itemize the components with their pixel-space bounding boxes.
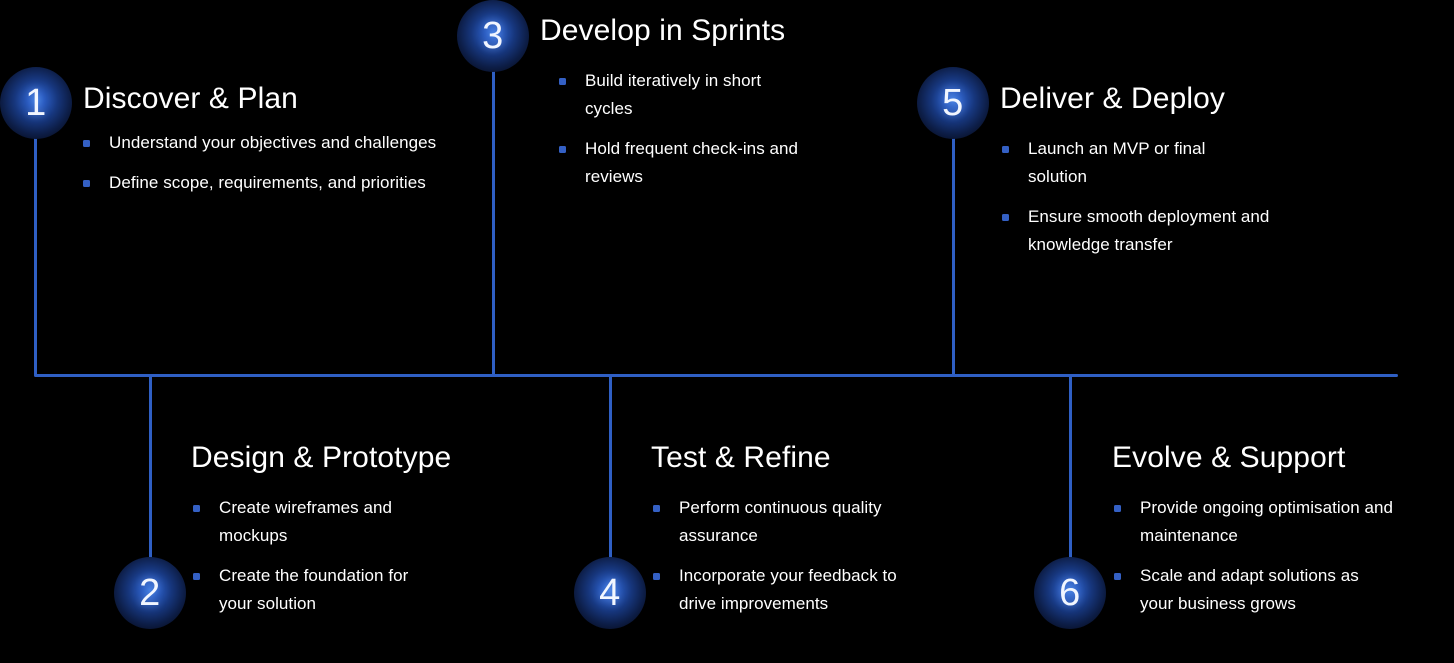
step-badge-6-number: 6: [1059, 572, 1081, 614]
list-item-text: Create the foundation for your solution: [219, 565, 409, 613]
bullet-dot-icon: [1002, 213, 1009, 221]
step-block-4: Test & Refine Perform continuous quality…: [651, 441, 981, 618]
bullet-dot-icon: [193, 572, 200, 580]
connector-step-4: [609, 374, 612, 562]
connector-step-3: [492, 67, 495, 377]
bullet-dot-icon: [653, 504, 660, 512]
list-item-text: Understand your objectives and challenge…: [109, 132, 437, 152]
list-item-text: Incorporate your feedback to drive impro…: [679, 565, 897, 613]
step-4-bullet-list: Perform continuous quality assurance Inc…: [653, 494, 981, 618]
bullet-dot-icon: [83, 179, 90, 187]
step-badge-4[interactable]: 4: [574, 557, 646, 629]
step-badge-2[interactable]: 2: [114, 557, 186, 629]
connector-step-6: [1069, 374, 1072, 562]
list-item: Ensure smooth deployment and knowledge t…: [1002, 203, 1288, 259]
list-item: Create the foundation for your solution: [193, 562, 441, 618]
step-badge-1[interactable]: 1: [0, 67, 72, 139]
bullet-dot-icon: [559, 145, 566, 153]
list-item-text: Provide ongoing optimisation and mainten…: [1140, 497, 1393, 545]
bullet-dot-icon: [193, 504, 200, 512]
step-badge-3[interactable]: 3: [457, 0, 529, 72]
step-block-1: Discover & Plan Understand your objectiv…: [83, 82, 443, 197]
step-block-2: Design & Prototype Create wireframes and…: [191, 441, 521, 618]
step-block-3: Develop in Sprints Build iteratively in …: [540, 14, 870, 191]
bullet-dot-icon: [653, 572, 660, 580]
list-item: Build iteratively in short cycles: [559, 67, 800, 123]
list-item-text: Scale and adapt solutions as your busine…: [1140, 565, 1359, 613]
step-badge-2-number: 2: [139, 572, 161, 614]
step-5-bullet-list: Launch an MVP or final solution Ensure s…: [1002, 135, 1330, 259]
bullet-dot-icon: [1002, 145, 1009, 153]
list-item: Scale and adapt solutions as your busine…: [1114, 562, 1388, 618]
list-item: Perform continuous quality assurance: [653, 494, 924, 550]
list-item-text: Perform continuous quality assurance: [679, 497, 882, 545]
list-item: Create wireframes and mockups: [193, 494, 419, 550]
step-6-bullet-list: Provide ongoing optimisation and mainten…: [1114, 494, 1452, 618]
list-item-text: Hold frequent check-ins and reviews: [585, 138, 799, 186]
bullet-dot-icon: [1114, 504, 1121, 512]
step-1-title: Discover & Plan: [83, 82, 298, 115]
list-item: Understand your objectives and challenge…: [83, 129, 443, 157]
step-block-5: Deliver & Deploy Launch an MVP or final …: [1000, 82, 1330, 259]
step-badge-5-number: 5: [942, 82, 964, 124]
list-item-text: Launch an MVP or final solution: [1028, 138, 1206, 186]
step-badge-4-number: 4: [599, 572, 621, 614]
connector-step-2: [149, 374, 152, 562]
bullet-dot-icon: [559, 77, 566, 85]
step-4-title: Test & Refine: [651, 441, 831, 474]
list-item-text: Define scope, requirements, and prioriti…: [109, 172, 426, 192]
step-3-title: Develop in Sprints: [540, 14, 786, 47]
step-2-bullet-list: Create wireframes and mockups Create the…: [193, 494, 521, 618]
connector-step-5: [952, 134, 955, 377]
bullet-dot-icon: [83, 139, 90, 147]
list-item: Launch an MVP or final solution: [1002, 135, 1233, 191]
timeline-main-axis: [34, 374, 1398, 377]
step-3-bullet-list: Build iteratively in short cycles Hold f…: [559, 67, 870, 191]
list-item: Hold frequent check-ins and reviews: [559, 135, 815, 191]
step-badge-5[interactable]: 5: [917, 67, 989, 139]
step-badge-1-number: 1: [25, 82, 47, 124]
step-2-title: Design & Prototype: [191, 441, 452, 474]
list-item: Define scope, requirements, and prioriti…: [83, 169, 443, 197]
step-badge-6[interactable]: 6: [1034, 557, 1106, 629]
list-item: Provide ongoing optimisation and mainten…: [1114, 494, 1420, 550]
step-1-bullet-list: Understand your objectives and challenge…: [83, 129, 443, 197]
list-item-text: Create wireframes and mockups: [219, 497, 393, 545]
connector-step-1: [34, 134, 37, 376]
step-badge-3-number: 3: [482, 15, 504, 57]
step-5-title: Deliver & Deploy: [1000, 82, 1226, 115]
list-item: Incorporate your feedback to drive impro…: [653, 562, 917, 618]
bullet-dot-icon: [1114, 572, 1121, 580]
list-item-text: Ensure smooth deployment and knowledge t…: [1028, 206, 1270, 254]
step-6-title: Evolve & Support: [1112, 441, 1346, 474]
step-block-6: Evolve & Support Provide ongoing optimis…: [1112, 441, 1452, 618]
list-item-text: Build iteratively in short cycles: [585, 70, 762, 118]
